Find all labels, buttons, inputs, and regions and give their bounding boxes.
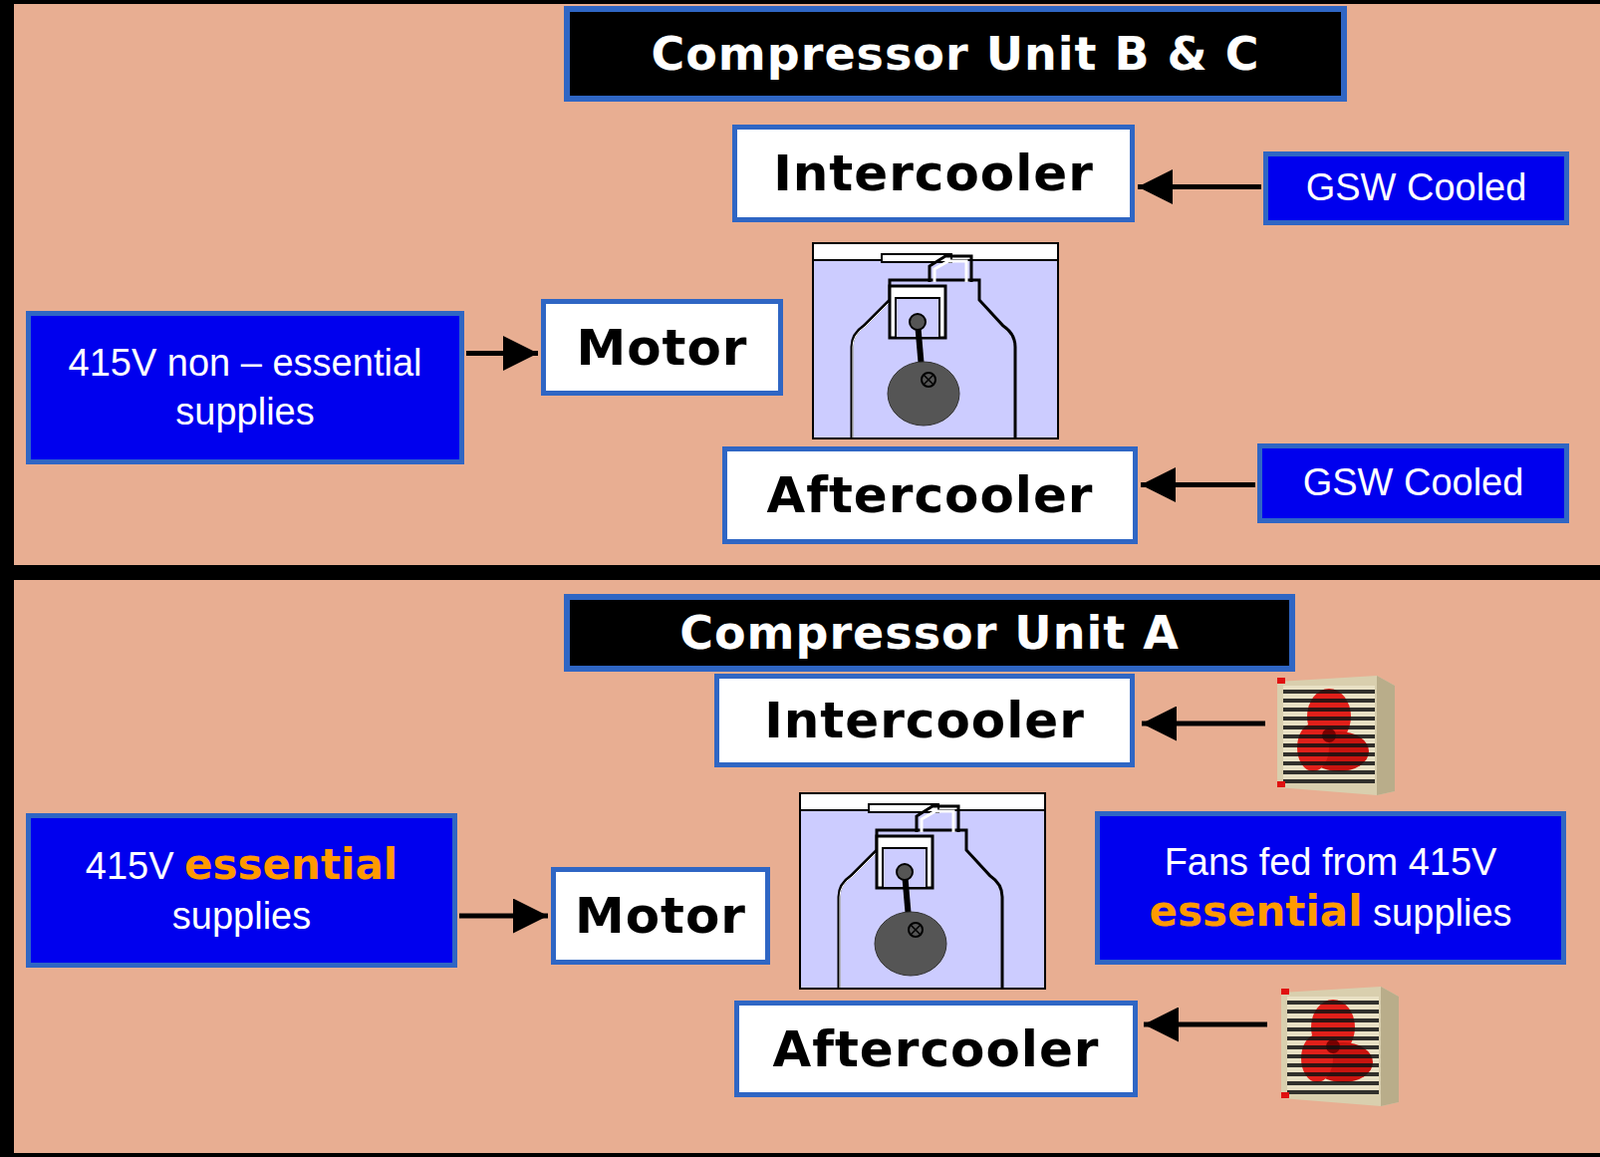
motor-box: Motor [540, 298, 784, 396]
node-label: 415V essential supplies [40, 839, 443, 941]
motor-box: Motor [550, 866, 771, 965]
node-label: 415V non – essential supplies [40, 338, 450, 438]
connector-arrow [1140, 482, 1256, 488]
bottom-panel [13, 579, 1600, 1153]
word: supplies [172, 894, 311, 937]
word: fed [1259, 840, 1313, 883]
airflow-arrow [1143, 1022, 1268, 1028]
power-supply: 415V essential supplies [25, 812, 458, 968]
node-label: Motor [575, 318, 748, 377]
node-label: Fans fed from 415V essential supplies [1109, 837, 1552, 939]
cooling-source: GSW Cooled [1263, 151, 1570, 226]
cooler-box: Aftercooler [734, 1000, 1138, 1097]
fan-supply-note: Fans fed from 415V essential supplies [1094, 810, 1567, 965]
highlight-word: essential [1148, 886, 1362, 936]
node-label: Motor [574, 886, 747, 945]
compressor-illustration [800, 793, 1046, 989]
power-supply: 415V non – essential supplies [25, 310, 465, 465]
node-label: GSW Cooled [1306, 163, 1528, 213]
node-label: Intercooler [773, 144, 1094, 203]
cooler-box: Intercooler [714, 673, 1135, 768]
connector-arrow [1137, 184, 1262, 190]
cooling-source: GSW Cooled [1257, 443, 1570, 524]
cooler-box: Intercooler [732, 124, 1135, 223]
node-label: Aftercooler [767, 466, 1094, 525]
node-label: Compressor Unit A [679, 605, 1180, 660]
cooler-box: Aftercooler [722, 446, 1138, 544]
node-label: Compressor Unit B & C [650, 26, 1260, 81]
fan-icon [1277, 675, 1395, 796]
node-label: GSW Cooled [1303, 458, 1525, 508]
unit-title: Compressor Unit A [563, 593, 1296, 672]
word: 415V [1408, 840, 1498, 883]
word: supplies [1372, 891, 1512, 934]
unit-title: Compressor Unit B & C [563, 5, 1347, 102]
word: Fans [1164, 840, 1249, 883]
node-label: Intercooler [764, 691, 1085, 750]
word: from [1322, 840, 1398, 883]
top-panel [13, 3, 1600, 565]
connector-arrow [466, 350, 538, 356]
fan-icon [1281, 986, 1399, 1106]
node-label: Aftercooler [773, 1020, 1100, 1078]
airflow-arrow [1141, 721, 1266, 727]
word: 415V [85, 844, 175, 887]
highlight-word: essential [184, 839, 398, 889]
compressor-illustration [812, 243, 1059, 439]
connector-arrow [459, 913, 548, 919]
